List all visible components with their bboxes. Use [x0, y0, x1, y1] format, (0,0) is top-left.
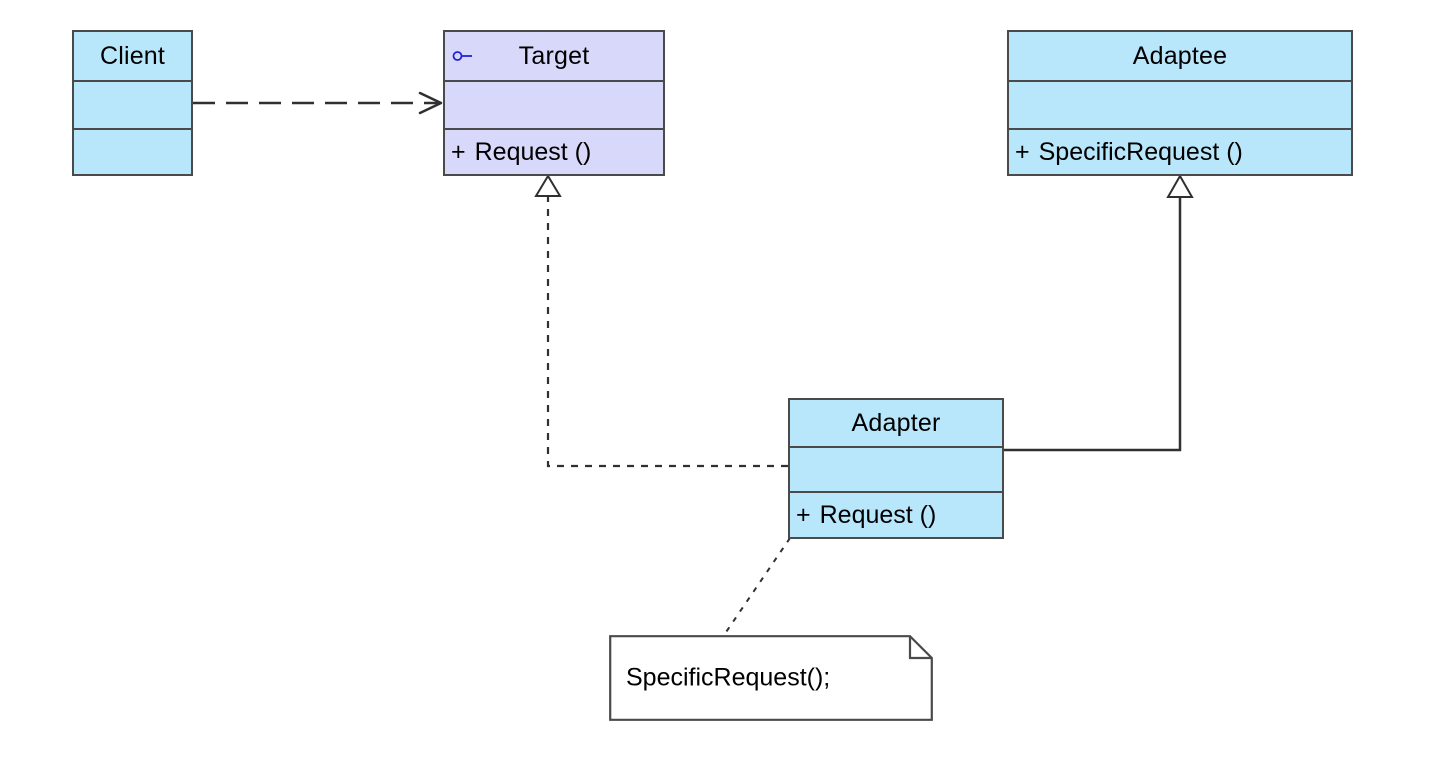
note-text-label: SpecificRequest(); [626, 663, 831, 692]
class-name-compartment: Target [445, 32, 663, 80]
class-attributes-compartment [1009, 80, 1351, 128]
class-box-client[interactable]: Client [72, 30, 193, 176]
class-name-label: Adaptee [1132, 41, 1228, 70]
class-name-label: Adapter [851, 408, 941, 437]
note-anchor-line [721, 537, 791, 639]
hollow-triangle-arrowhead-icon [534, 174, 562, 197]
connector-note-anchor-adapter [721, 537, 791, 639]
operation-visibility: + [796, 500, 811, 529]
class-attributes-compartment [74, 80, 191, 128]
note-folded-corner-icon [908, 636, 932, 660]
class-box-target[interactable]: Target + Request () [443, 30, 665, 176]
class-box-adapter[interactable]: Adapter + Request () [788, 398, 1004, 539]
operation-visibility: + [451, 137, 466, 166]
connector-adapter-realizes-target [534, 174, 788, 468]
class-operations-compartment: + Request () [790, 491, 1002, 537]
class-name-label: Target [518, 41, 590, 70]
operation-signature: Request () [474, 137, 592, 166]
connector-adapter-inherits-adaptee [1004, 173, 1194, 452]
open-arrowhead-icon [418, 91, 443, 115]
class-operations-compartment: + Request () [445, 128, 663, 174]
operation-signature: Request () [819, 500, 937, 529]
class-box-adaptee[interactable]: Adaptee + SpecificRequest () [1007, 30, 1353, 176]
class-operations-compartment [74, 128, 191, 174]
operation-signature: SpecificRequest () [1038, 137, 1243, 166]
class-attributes-compartment [445, 80, 663, 128]
operation-visibility: + [1015, 137, 1030, 166]
class-name-compartment: Adaptee [1009, 32, 1351, 80]
class-name-compartment: Adapter [790, 400, 1002, 446]
class-name-compartment: Client [74, 32, 191, 80]
note-body [609, 635, 933, 721]
hollow-triangle-arrowhead-icon [1166, 173, 1194, 198]
note-shape [609, 635, 933, 721]
connector-client-uses-target [193, 91, 443, 115]
class-attributes-compartment [790, 446, 1002, 491]
realization-line [546, 194, 788, 468]
class-operations-compartment: + SpecificRequest () [1009, 128, 1351, 174]
interface-lollipop-icon [452, 51, 472, 61]
uml-note-specificrequest[interactable]: SpecificRequest(); [609, 635, 933, 721]
class-name-label: Client [99, 41, 166, 70]
generalization-line [1004, 196, 1182, 452]
